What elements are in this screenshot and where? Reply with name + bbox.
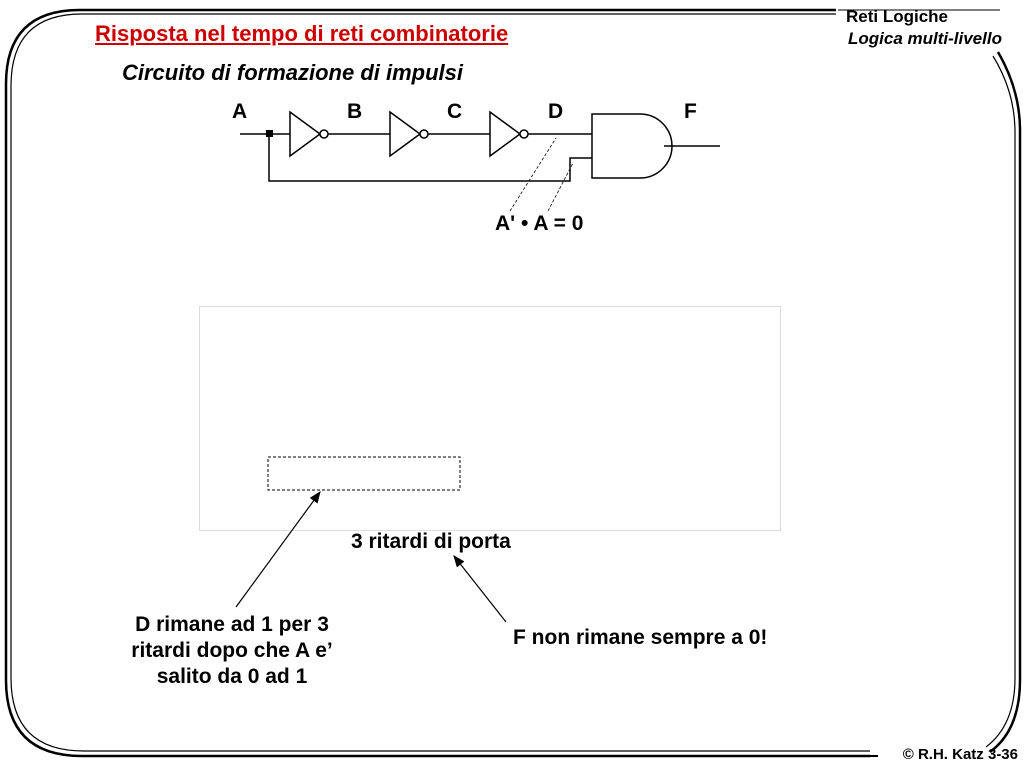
node-label-d: D xyxy=(548,100,564,123)
inverter-3 xyxy=(489,110,522,158)
node-label-c: C xyxy=(447,100,463,123)
node-label-b: B xyxy=(347,100,363,123)
node-label-f: F xyxy=(684,100,697,123)
d-pulse-highlight xyxy=(267,456,461,491)
f-note-text: F non rimane sempre a 0! xyxy=(513,626,768,649)
slide-title: Risposta nel tempo di reti combinatorie xyxy=(95,21,509,46)
junction-dot xyxy=(266,130,273,137)
slide-subtitle: Circuito di formazione di impulsi xyxy=(122,60,464,85)
slide-footer: © R.H. Katz 3-36 xyxy=(902,746,1018,763)
waveform-area xyxy=(199,306,781,531)
equation-label: A' • A = 0 xyxy=(495,212,584,235)
and-gate xyxy=(591,113,673,179)
node-label-a: A xyxy=(232,100,248,123)
inverter-2 xyxy=(389,110,422,158)
course-name: Reti Logiche xyxy=(846,7,949,26)
chapter-name: Logica multi-livello xyxy=(848,29,1002,48)
gate-delay-label: 3 ritardi di porta xyxy=(351,530,511,553)
inverter-1 xyxy=(289,110,322,158)
dashed-pointer-2 xyxy=(547,162,574,212)
dashed-pointer-1 xyxy=(509,137,557,212)
arrow-d-note xyxy=(235,491,321,608)
wire-feedback xyxy=(268,134,592,182)
arrow-f-note xyxy=(453,555,507,623)
d-note-text: D rimane ad 1 per 3 ritardi dopo che A e… xyxy=(131,613,333,688)
